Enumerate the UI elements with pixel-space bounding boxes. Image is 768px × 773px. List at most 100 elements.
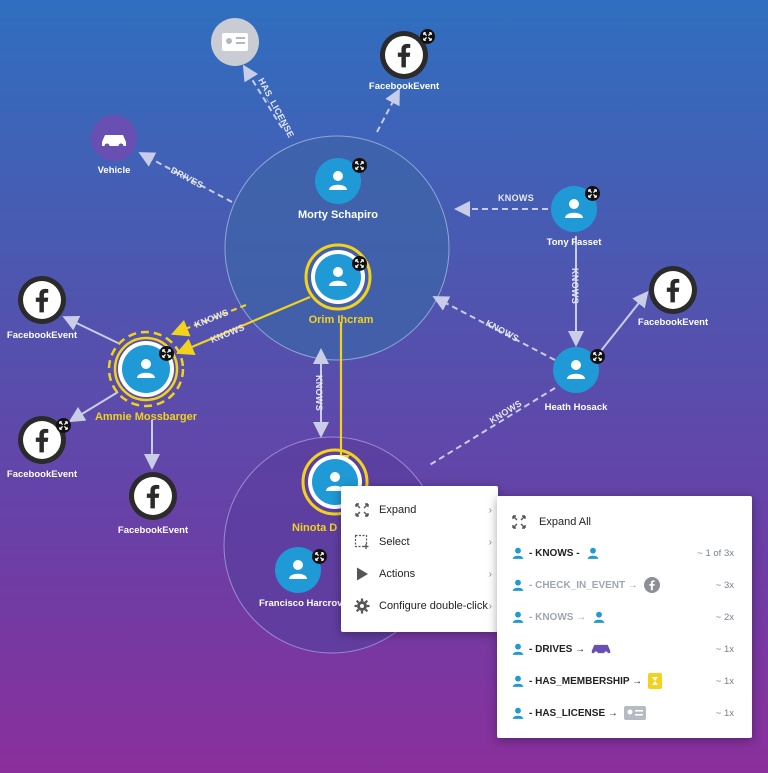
person-node-orim[interactable]: [304, 243, 372, 311]
edge-knows-orim-ammie[interactable]: [175, 295, 311, 355]
edge-knows-heath-orim[interactable]: [432, 296, 556, 361]
select-icon: [353, 534, 371, 550]
edge-ammie-facebook-1[interactable]: [62, 315, 119, 344]
relationship-label: - KNOWS -: [529, 547, 580, 559]
car-icon: [102, 135, 126, 146]
edge-has-license[interactable]: [242, 64, 283, 129]
menu-item-label: Expand: [379, 504, 417, 516]
expand-badge-icon: [420, 29, 435, 44]
edge-label-knows-orim-ammie-1: KNOWS: [193, 307, 230, 330]
vehicle-node[interactable]: [91, 115, 137, 161]
submenu-row-knows[interactable]: - KNOWS - ~ 1 of 3x: [497, 541, 752, 565]
node-label-facebook-left-3: FacebookEvent: [118, 525, 189, 536]
edge-label-has-license: HAS_LICENSE: [256, 76, 296, 139]
menu-item-configure[interactable]: Configure double-click ›: [341, 592, 498, 620]
edge-label-drives: DRIVES: [169, 165, 205, 190]
chevron-right-icon: ›: [488, 504, 492, 516]
menu-item-expand[interactable]: Expand ›: [341, 496, 498, 524]
expand-badge-icon: [352, 158, 367, 173]
expand-icon: [512, 515, 526, 529]
submenu-row-drives[interactable]: - DRIVES → ~ 1x: [497, 637, 752, 661]
submenu-row-has-membership[interactable]: - HAS_MEMBERSHIP → ~ 1x: [497, 669, 752, 693]
submenu-row-has-license[interactable]: - HAS_LICENSE → ~ 1x: [497, 701, 752, 725]
edge-morty-facebook[interactable]: [376, 88, 400, 133]
node-label-heath: Heath Hosack: [545, 402, 609, 413]
node-label-morty: Morty Schapiro: [298, 209, 378, 221]
node-label-orim: Orim Ihcram: [309, 314, 374, 326]
relationship-label: - HAS_LICENSE →: [529, 707, 618, 719]
relationship-label: - KNOWS →: [529, 611, 587, 623]
person-icon: [512, 611, 524, 623]
edge-label-knows-tony: KNOWS: [498, 193, 534, 203]
edge-ammie-facebook-2[interactable]: [68, 391, 119, 423]
chevron-right-icon: ›: [488, 600, 492, 612]
edge-label-knows-orim-ninota: KNOWS: [314, 375, 324, 411]
play-icon: [353, 566, 371, 582]
context-menu: Expand › Select › Actions › Configure do…: [341, 486, 498, 632]
node-label-ninota: Ninota D: [292, 522, 337, 534]
node-label-ammie: Ammie Mossbarger: [95, 411, 198, 423]
person-icon: [512, 707, 524, 719]
relationship-count: ~ 3x: [715, 579, 734, 591]
gear-icon: [353, 598, 371, 614]
relationship-count: ~ 1x: [715, 707, 734, 719]
node-label-tony: Tony Fasset: [547, 237, 603, 248]
expand-badge-icon: [590, 349, 605, 364]
license-icon: [623, 706, 646, 720]
menu-item-select[interactable]: Select ›: [341, 528, 498, 556]
person-icon: [587, 547, 598, 559]
chevron-right-icon: ›: [488, 568, 492, 580]
node-label-facebook-right: FacebookEvent: [638, 317, 709, 328]
menu-item-actions[interactable]: Actions ›: [341, 560, 498, 588]
expand-icon: [353, 502, 371, 518]
edge-knows-heath-ninota[interactable]: [427, 387, 556, 467]
facebook-node-left-2[interactable]: [18, 416, 71, 464]
expand-all-item[interactable]: Expand All: [511, 514, 591, 530]
relationship-label: - HAS_MEMBERSHIP →: [529, 675, 643, 687]
license-icon: [226, 38, 232, 44]
expand-badge-icon: [159, 346, 174, 361]
facebook-node-top[interactable]: [380, 29, 435, 79]
facebook-node-left-3[interactable]: [129, 472, 177, 520]
person-icon: [593, 611, 605, 623]
edge-label-knows-tony-heath: KNOWS: [570, 268, 580, 304]
facebook-node-right[interactable]: [649, 266, 697, 314]
person-icon: [512, 643, 524, 655]
expand-badge-icon: [56, 418, 71, 433]
edge-drives[interactable]: [138, 152, 233, 203]
node-label-facebook-top: FacebookEvent: [369, 81, 440, 92]
submenu-row-check-in-event[interactable]: - CHECK_IN_EVENT → ~ 3x: [497, 573, 752, 597]
expand-submenu: Expand All - KNOWS - ~ 1 of 3x - CHECK_I…: [497, 496, 752, 738]
person-node-ammie[interactable]: [107, 330, 185, 408]
license-node[interactable]: [211, 18, 259, 66]
relationship-count: ~ 1x: [715, 643, 734, 655]
chevron-right-icon: ›: [488, 536, 492, 548]
facebook-node-left-1[interactable]: [18, 276, 66, 324]
expand-all-label: Expand All: [539, 516, 591, 528]
relationship-count: ~ 2x: [715, 611, 734, 623]
relationship-count: ~ 1 of 3x: [697, 547, 734, 559]
relationship-label: - DRIVES →: [529, 643, 586, 655]
edge-knows-orim-ammie-dashed[interactable]: [170, 303, 247, 337]
expand-badge-icon: [352, 256, 367, 271]
person-icon: [512, 675, 524, 687]
membership-icon: [648, 673, 663, 689]
edge-heath-facebook[interactable]: [599, 290, 649, 353]
node-label-vehicle: Vehicle: [98, 165, 131, 176]
person-node-tony[interactable]: [551, 186, 600, 232]
edge-label-knows-orim-ammie-2: KNOWS: [209, 322, 246, 345]
edge-label-knows-heath-orim: KNOWS: [484, 318, 520, 344]
relationship-count: ~ 1x: [715, 675, 734, 687]
person-node-francisco[interactable]: [275, 547, 327, 593]
facebook-icon: [643, 577, 660, 593]
node-label-facebook-left-2: FacebookEvent: [7, 469, 78, 480]
node-label-facebook-left-1: FacebookEvent: [7, 330, 78, 341]
edge-label-knows-heath-ninota: KNOWS: [488, 398, 524, 426]
car-icon: [591, 644, 611, 655]
group-circle-morty: [224, 135, 450, 361]
person-node-heath[interactable]: [553, 347, 605, 393]
node-label-francisco: Francisco Harcrov: [259, 598, 343, 609]
submenu-row-knows-out[interactable]: - KNOWS → ~ 2x: [497, 605, 752, 629]
menu-item-label: Actions: [379, 568, 416, 580]
person-node-morty[interactable]: [315, 158, 367, 204]
